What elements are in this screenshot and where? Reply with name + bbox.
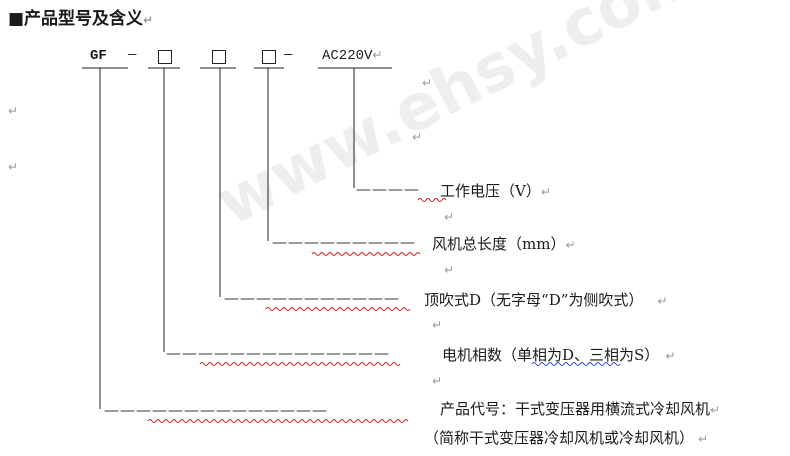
placeholder-box-blow <box>212 50 226 64</box>
spellcheck-wave-4 <box>199 362 401 366</box>
leader-line-phase: —————————————— <box>166 344 390 362</box>
leader-line-length: ————————— <box>272 233 416 251</box>
grammar-wave-2 <box>587 362 621 366</box>
paragraph-mark: ↵ <box>698 432 709 446</box>
paragraph-mark: ↵ <box>8 160 19 174</box>
paragraph-mark: ↵ <box>657 294 668 308</box>
spellcheck-wave-3 <box>265 307 411 311</box>
item-voltage: 工作电压（V）↵ <box>440 182 551 200</box>
paragraph-mark: ↵ <box>143 13 154 27</box>
paragraph-mark: ↵ <box>8 104 19 118</box>
spellcheck-wave-1 <box>417 198 447 202</box>
item-length: 风机总长度（mm）↵ <box>432 235 576 253</box>
leader-line-voltage: ———— <box>356 180 420 198</box>
code-separator-2: — <box>284 47 293 63</box>
grammar-wave-1 <box>531 362 593 366</box>
leader-line-blow: ——————————— <box>224 289 400 307</box>
leader-line-code: —————————————— <box>104 401 328 419</box>
paragraph-mark: ↵ <box>412 130 423 144</box>
item-phase: 电机相数（单相为D、三相为S）↵ <box>442 346 676 364</box>
item-product-code-note: （简称干式变压器冷却风机或冷却风机）↵ <box>424 429 709 447</box>
placeholder-box-length <box>262 50 276 64</box>
item-blow-type: 顶吹式D（无字母“D”为侧吹式）↵ <box>424 291 668 309</box>
paragraph-mark: ↵ <box>665 349 676 363</box>
code-suffix: AC220V↵ <box>322 48 383 64</box>
code-prefix: GF <box>90 48 107 64</box>
placeholder-box-phase <box>158 50 172 64</box>
spellcheck-wave-2 <box>311 252 421 256</box>
section-heading: ■产品型号及含义↵ <box>8 9 154 29</box>
spellcheck-wave-5 <box>147 419 409 423</box>
paragraph-mark: ↵ <box>444 263 455 277</box>
paragraph-mark: ↵ <box>444 210 455 224</box>
code-separator-1: — <box>128 47 137 63</box>
paragraph-mark: ↵ <box>372 48 383 62</box>
paragraph-mark: ↵ <box>422 76 433 90</box>
paragraph-mark: ↵ <box>432 374 443 388</box>
item-product-code: 产品代号：干式变压器用横流式冷却风机↵ <box>440 400 721 418</box>
paragraph-mark: ↵ <box>432 318 443 332</box>
paragraph-mark: ↵ <box>540 185 551 199</box>
paragraph-mark: ↵ <box>565 238 576 252</box>
paragraph-mark: ↵ <box>710 403 721 417</box>
